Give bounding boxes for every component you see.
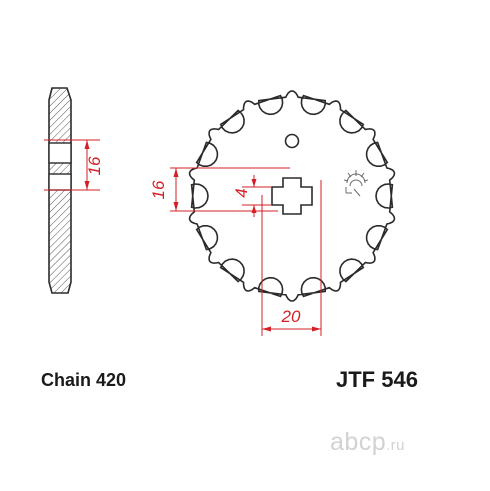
bore-label: 20 xyxy=(281,307,301,326)
watermark: abcp.ru xyxy=(330,428,405,457)
chain-size-label: Chain 420 xyxy=(41,370,127,390)
watermark-name: abcp xyxy=(330,428,387,456)
splined-bore xyxy=(271,177,313,215)
watermark-tld: ru xyxy=(390,437,405,454)
part-number: JTF 546 xyxy=(336,367,418,392)
side-view-arrow-bottom xyxy=(84,181,90,190)
bolt-hole xyxy=(284,133,300,149)
rotation-symbol-icon xyxy=(343,170,369,197)
bolt-circle-label: 16 xyxy=(149,180,168,199)
side-view-hub-upper xyxy=(48,142,72,164)
side-view-arrow-top xyxy=(84,140,90,149)
watermark-dot: . xyxy=(386,437,391,453)
keyway-label: 4 xyxy=(232,188,251,197)
side-view: 16 xyxy=(44,87,104,294)
bolt-circle-dimension: 16 xyxy=(149,167,290,212)
front-view xyxy=(188,90,396,302)
keyway-dimension: 4 xyxy=(232,175,272,217)
sprocket-outline xyxy=(188,90,396,302)
bore-dimension: 20 xyxy=(261,180,322,336)
side-view-hub-lower xyxy=(48,173,72,191)
side-width-label: 16 xyxy=(85,156,104,175)
